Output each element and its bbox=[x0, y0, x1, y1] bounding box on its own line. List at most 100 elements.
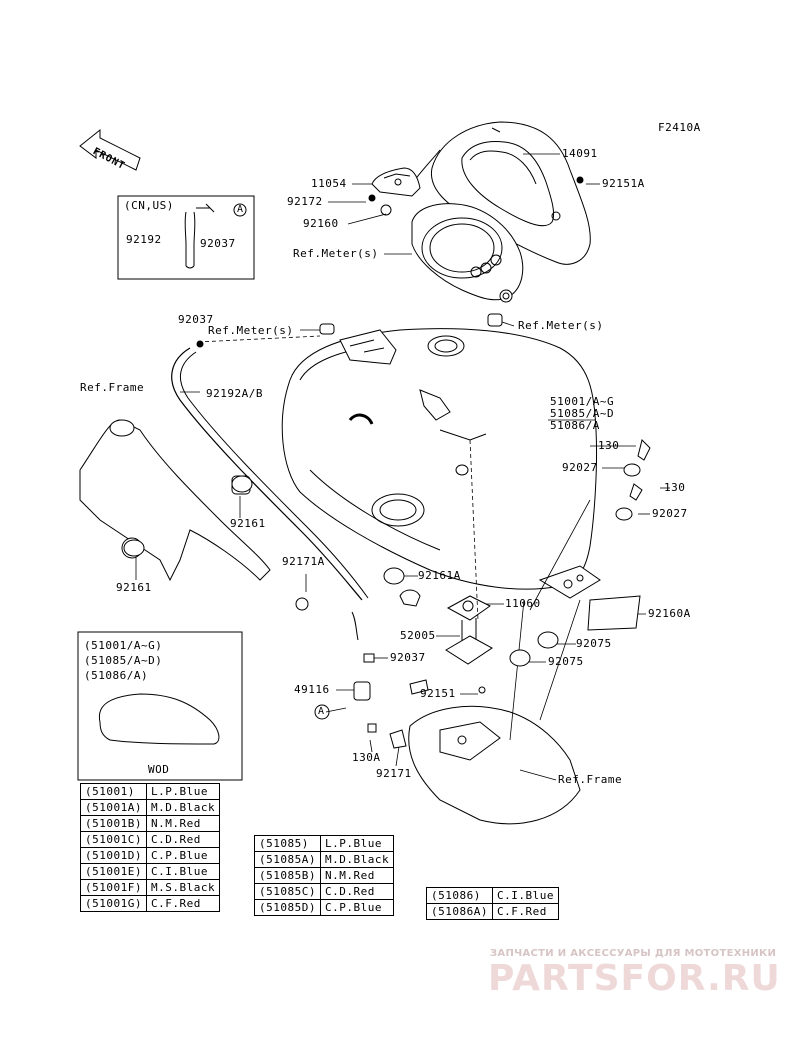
inset-line-3: (51086/A) bbox=[84, 669, 149, 682]
label-130-lower[interactable]: 130 bbox=[664, 481, 686, 494]
fuel-tank bbox=[281, 328, 601, 599]
part-code-cell: (51001) bbox=[80, 783, 147, 800]
speedometer-unit bbox=[411, 203, 524, 303]
part-code-cell: (51001G) bbox=[80, 895, 147, 912]
label-cn-us: (CN,US) bbox=[124, 199, 174, 212]
label-92171a[interactable]: 92171A bbox=[282, 555, 325, 568]
part-code-cell: (51085D) bbox=[254, 899, 321, 916]
label-ref-meter-top[interactable]: Ref.Meter(s) bbox=[293, 247, 379, 260]
label-92075-upper[interactable]: 92075 bbox=[576, 637, 612, 650]
connector-a-label: A bbox=[318, 706, 325, 717]
watermark-brand: PARTSFOR.RU bbox=[488, 958, 781, 999]
color-table-row: (51085)L.P.Blue bbox=[254, 835, 395, 852]
label-92161-right[interactable]: 92161 bbox=[230, 517, 266, 530]
label-51086[interactable]: 51086/A bbox=[550, 419, 600, 432]
part-code-cell: (51001F) bbox=[80, 879, 147, 896]
label-ref-frame-bottom[interactable]: Ref.Frame bbox=[558, 773, 623, 786]
color-table-row: (51001E)C.I.Blue bbox=[80, 863, 221, 880]
label-130a[interactable]: 130A bbox=[352, 751, 381, 764]
fuel-pump-52005 bbox=[399, 589, 493, 695]
label-11060[interactable]: 11060 bbox=[505, 597, 541, 610]
label-92027-lower[interactable]: 92027 bbox=[652, 507, 688, 520]
label-92027-upper[interactable]: 92027 bbox=[562, 461, 598, 474]
color-table-row: (51001C)C.D.Red bbox=[80, 831, 221, 848]
label-92172[interactable]: 92172 bbox=[287, 195, 323, 208]
part-code-cell: (51001B) bbox=[80, 815, 147, 832]
meter-cover-14091 bbox=[411, 121, 591, 265]
label-92075-lower[interactable]: 92075 bbox=[548, 655, 584, 668]
label-92192[interactable]: 92192 bbox=[126, 233, 162, 246]
color-table-row: (51085D)C.P.Blue bbox=[254, 899, 395, 916]
label-130-upper[interactable]: 130 bbox=[598, 439, 620, 452]
color-name-cell: C.P.Blue bbox=[319, 899, 395, 916]
color-table-51085: (51085)L.P.Blue(51085A)M.D.Black(51085B)… bbox=[254, 835, 395, 916]
color-table-row: (51001D)C.P.Blue bbox=[80, 847, 221, 864]
color-table-51001: (51001)L.P.Blue(51001A)M.D.Black(51001B)… bbox=[80, 783, 221, 912]
color-name-cell: C.D.Red bbox=[319, 883, 395, 900]
part-code-cell: (51086) bbox=[426, 887, 493, 904]
color-table-row: (51085A)M.D.Black bbox=[254, 851, 395, 868]
label-92161-left[interactable]: 92161 bbox=[116, 581, 152, 594]
label-11054[interactable]: 11054 bbox=[311, 177, 347, 190]
color-table-row: (51001A)M.D.Black bbox=[80, 799, 221, 816]
part-code-cell: (51001A) bbox=[80, 799, 147, 816]
frame-left bbox=[79, 419, 271, 582]
watermark-subtitle: ЗАПЧАСТИ И АКСЕССУАРЫ ДЛЯ МОТОТЕХНИКИ bbox=[490, 948, 777, 959]
inset-caption: WOD bbox=[148, 763, 170, 776]
color-name-cell: M.S.Black bbox=[145, 879, 221, 896]
label-14091[interactable]: 14091 bbox=[562, 147, 598, 160]
frame-bottom bbox=[408, 705, 581, 825]
part-code-cell: (51085B) bbox=[254, 867, 321, 884]
color-table-row: (51001G)C.F.Red bbox=[80, 895, 221, 912]
color-name-cell: C.I.Blue bbox=[145, 863, 221, 880]
label-92161a[interactable]: 92161A bbox=[418, 569, 461, 582]
inset-line-1: (51001/A~G) bbox=[84, 639, 163, 652]
part-code-cell: (51001D) bbox=[80, 847, 147, 864]
connector-a-circle bbox=[314, 704, 330, 720]
part-code-cell: (51085) bbox=[254, 835, 321, 852]
color-name-cell: C.I.Blue bbox=[491, 887, 559, 904]
figure-code: F2410A bbox=[658, 121, 701, 134]
label-ref-frame-top[interactable]: Ref.Frame bbox=[80, 381, 145, 394]
label-92037-box[interactable]: 92037 bbox=[200, 237, 236, 250]
color-name-cell: C.F.Red bbox=[145, 895, 221, 912]
color-name-cell: C.F.Red bbox=[491, 903, 559, 920]
label-49116[interactable]: 49116 bbox=[294, 683, 330, 696]
color-table-row: (51086)C.I.Blue bbox=[426, 887, 559, 904]
color-name-cell: M.D.Black bbox=[319, 851, 395, 868]
color-table-row: (51085B)N.M.Red bbox=[254, 867, 395, 884]
color-name-cell: N.M.Red bbox=[145, 815, 221, 832]
label-52005[interactable]: 52005 bbox=[400, 629, 436, 642]
front-arrow-icon bbox=[79, 128, 141, 171]
part-code-cell: (51086A) bbox=[426, 903, 493, 920]
color-name-cell: M.D.Black bbox=[145, 799, 221, 816]
label-ref-meter-left[interactable]: Ref.Meter(s) bbox=[208, 324, 294, 337]
part-code-cell: (51085A) bbox=[254, 851, 321, 868]
color-name-cell: L.P.Blue bbox=[319, 835, 395, 852]
color-name-cell: L.P.Blue bbox=[145, 783, 221, 800]
label-92151[interactable]: 92151 bbox=[420, 687, 456, 700]
label-92037-mid[interactable]: 92037 bbox=[390, 651, 426, 664]
label-92151a[interactable]: 92151A bbox=[602, 177, 645, 190]
label-ref-meter-right[interactable]: Ref.Meter(s) bbox=[518, 319, 604, 332]
label-92037-top[interactable]: 92037 bbox=[178, 313, 214, 326]
color-table-row: (51001F)M.S.Black bbox=[80, 879, 221, 896]
part-code-cell: (51001E) bbox=[80, 863, 147, 880]
color-name-cell: C.D.Red bbox=[145, 831, 221, 848]
label-51001[interactable]: 51001/A~G bbox=[550, 395, 615, 408]
color-table-51086: (51086)C.I.Blue(51086A)C.F.Red bbox=[426, 887, 559, 920]
part-code-cell: (51001C) bbox=[80, 831, 147, 848]
label-92192ab[interactable]: 92192A/B bbox=[206, 387, 263, 400]
color-table-row: (51086A)C.F.Red bbox=[426, 903, 559, 920]
label-92171[interactable]: 92171 bbox=[376, 767, 412, 780]
label-92160a[interactable]: 92160A bbox=[648, 607, 691, 620]
wod-inset-frame bbox=[77, 631, 243, 781]
label-92160[interactable]: 92160 bbox=[303, 217, 339, 230]
hardware-pieces bbox=[123, 313, 651, 749]
fuel-hose-92192ab bbox=[171, 347, 363, 601]
part-code-cell: (51085C) bbox=[254, 883, 321, 900]
label-51085[interactable]: 51085/A~D bbox=[550, 407, 615, 420]
color-table-row: (51001B)N.M.Red bbox=[80, 815, 221, 832]
bracket-11054 bbox=[368, 167, 421, 216]
